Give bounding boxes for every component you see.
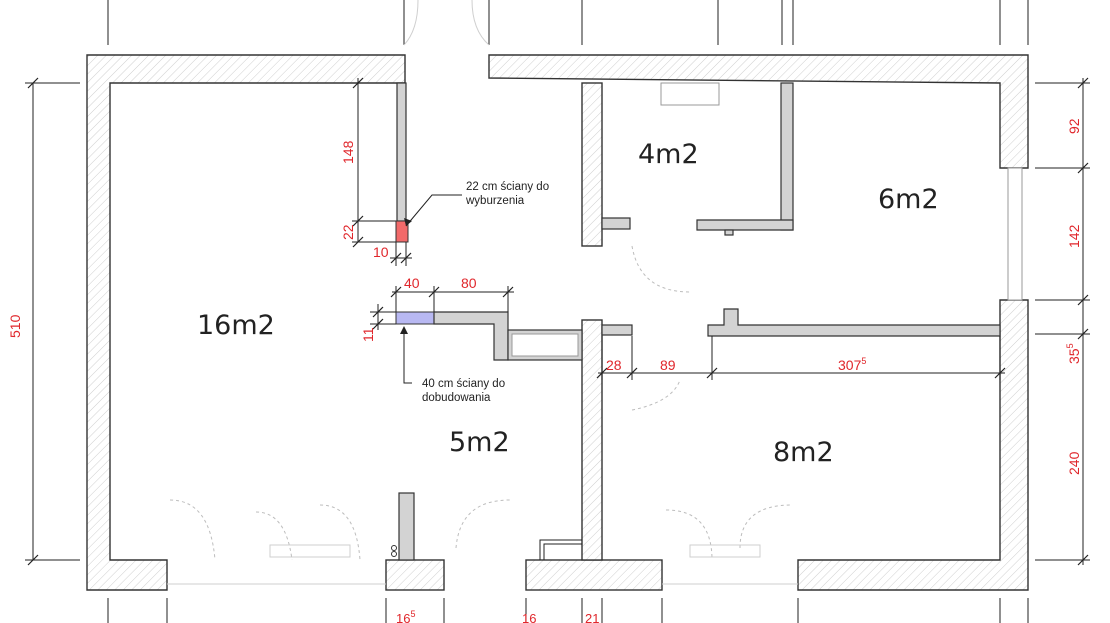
note-demolish-line2: wyburzenia [465,195,525,207]
door-swings [169,245,793,561]
annotation-leaders [400,194,462,384]
wall-new-segment [433,311,509,361]
wall-segment-bottom-center [525,559,663,591]
room-area-living: 16m2 [197,310,275,341]
dim-40: 40 [404,275,420,291]
room-area-bath: 4m2 [638,139,699,170]
note-build-line2: dobudowania [422,392,491,404]
wall-pier-bath-left [581,82,603,247]
room-area-bedroom: 8m2 [773,437,834,468]
dim-28: 28 [606,357,622,373]
dim-92: 92 [1066,118,1082,134]
dim-142: 142 [1066,224,1082,248]
interior-walls [391,82,1023,561]
dim-148: 148 [340,140,356,164]
dim-10: 10 [373,244,389,260]
note-demolish-line1: 22 cm ściany do [466,181,549,193]
exterior-wall-right-lower [797,299,1029,591]
dim-bottom-16a: 165 [396,609,415,623]
wall-pier-center [581,319,603,561]
dim-total-height: 510 [7,314,23,338]
dimension-lines [25,77,1090,623]
dim-11: 11 [360,327,376,342]
exterior-wall-left [86,54,406,591]
dim-240: 240 [1066,451,1082,475]
exterior-walls [86,54,1029,591]
wall-to-demolish [395,220,409,243]
wall-vertical-top-left [396,82,407,222]
wall-bedroom-top [707,308,1001,337]
note-build-line1: 40 cm ściany do [422,378,505,390]
dim-bottom-16b: 16 [522,611,536,623]
wall-segment-bottom-mid [385,559,445,591]
wall-bath-right [780,82,794,231]
dim-35: 355 [1065,343,1082,364]
dim-307: 3075 [838,356,866,373]
dim-80: 80 [461,275,477,291]
dim-89: 89 [660,357,676,373]
room-area-kitchen: 6m2 [878,184,939,215]
dim-bottom-21: 21 [585,611,599,623]
wall-to-build [395,311,435,325]
exterior-wall-right [488,54,1029,169]
room-area-hall: 5m2 [449,427,510,458]
top-extension-lines [107,0,1029,46]
dim-22: 22 [340,224,356,240]
